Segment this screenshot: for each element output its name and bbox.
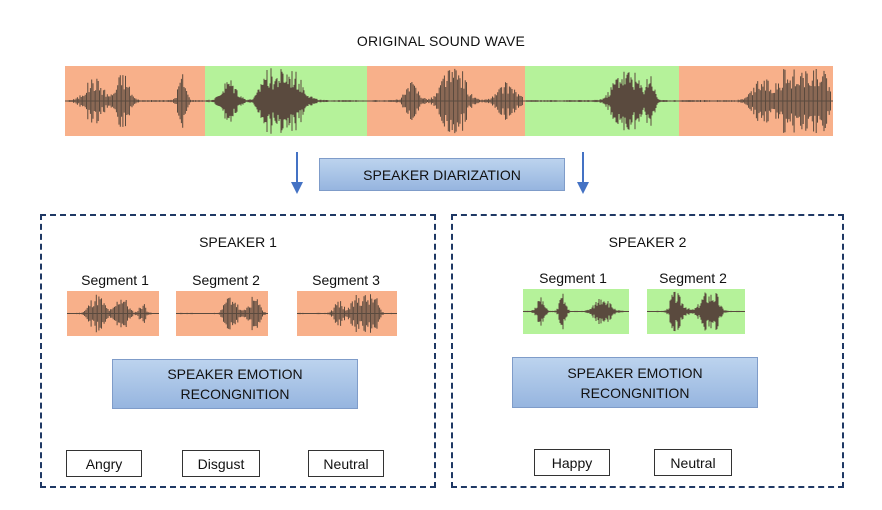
segment-label: Segment 3 — [312, 272, 380, 288]
speaker2-segment2-waveform — [647, 289, 745, 334]
emotion-label-angry: Angry — [66, 450, 142, 477]
speaker2-panel: SPEAKER 2 Segment 1 Segment 2 SPEAKER EM… — [451, 214, 844, 488]
segment-label: Segment 2 — [659, 270, 727, 286]
speaker-emotion-recognition-box: SPEAKER EMOTION RECONGNITION — [512, 357, 758, 408]
ser-label-line2: RECONGNITION — [180, 386, 290, 402]
emotion-label-happy: Happy — [534, 449, 610, 476]
ser-label-line1: SPEAKER EMOTION — [167, 366, 303, 382]
segment-label: Segment 1 — [539, 270, 607, 286]
down-arrow-icon — [577, 152, 589, 194]
emotion-label-neutral: Neutral — [308, 450, 384, 477]
speaker1-panel: SPEAKER 1 Segment 1 Segment 2 Segment 3 … — [40, 214, 436, 488]
speaker1-title: SPEAKER 1 — [199, 234, 277, 250]
segment-label: Segment 1 — [81, 272, 149, 288]
speaker2-title: SPEAKER 2 — [608, 234, 687, 250]
speaker1-segment2-waveform — [176, 291, 268, 336]
ser-label-line1: SPEAKER EMOTION — [567, 364, 703, 381]
original-sound-wave-title: ORIGINAL SOUND WAVE — [356, 33, 526, 49]
speaker1-segment1-waveform — [67, 291, 159, 336]
ser-label-line2: RECONGNITION — [580, 384, 690, 401]
segment-label: Segment 2 — [192, 272, 260, 288]
speaker1-segment3-waveform — [297, 291, 397, 336]
emotion-label-neutral: Neutral — [654, 449, 732, 476]
down-arrow-icon — [291, 152, 303, 194]
original-waveform — [65, 66, 833, 136]
speaker-emotion-recognition-box: SPEAKER EMOTION RECONGNITION — [112, 359, 358, 409]
speaker-diarization-box: SPEAKER DIARIZATION — [319, 158, 565, 191]
emotion-label-disgust: Disgust — [182, 450, 260, 477]
speaker2-segment1-waveform — [523, 289, 629, 334]
